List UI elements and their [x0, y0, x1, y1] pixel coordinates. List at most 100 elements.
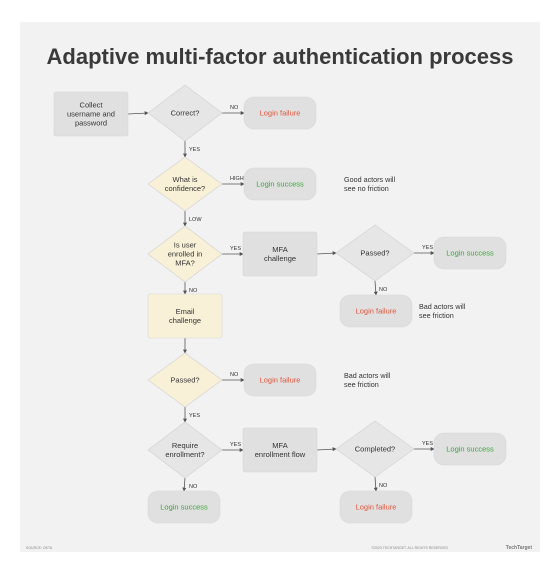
terminal-shape	[433, 236, 507, 270]
edge-label: NO	[189, 484, 198, 490]
annotation-text: Bad actors will	[419, 302, 466, 311]
node-label: Login success	[446, 249, 494, 258]
diamond-shape	[147, 156, 223, 212]
node-label: Is user	[174, 241, 197, 250]
edge-label: YES	[422, 245, 433, 251]
node-label: Correct?	[171, 109, 200, 118]
node-label: What is	[172, 175, 197, 184]
node-label: username and	[67, 110, 115, 119]
edge-label: LOW	[189, 217, 202, 223]
node-label: enrollment?	[165, 450, 204, 459]
node-fail1: Login failure	[243, 96, 317, 130]
node-label: challenge	[264, 254, 296, 263]
node-label: Require	[172, 441, 198, 450]
node-label: Login failure	[356, 307, 397, 316]
node-label: MFA	[272, 245, 287, 254]
annotation-text: see friction	[419, 311, 454, 320]
diamond-shape	[335, 224, 415, 282]
node-fail-email: Login failure	[243, 363, 317, 397]
footer-source: SOURCE: OKTA	[26, 546, 53, 550]
terminal-shape	[339, 294, 413, 328]
diamond-shape	[147, 352, 223, 408]
node-success-mfa: Login success	[433, 236, 507, 270]
node-label: MFA	[272, 441, 287, 450]
edge-label: NO	[230, 372, 239, 378]
annotation-text: see no friction	[344, 184, 389, 193]
edge-label: NO	[189, 288, 198, 294]
terminal-shape	[433, 432, 507, 466]
diamond-shape	[147, 84, 223, 142]
edge-mfa-enrollment-to-completed	[316, 447, 337, 452]
annotation-text: see friction	[344, 380, 379, 389]
terminal-shape	[243, 96, 317, 130]
node-label: challenge	[169, 316, 201, 325]
node-passed-email: Passed?	[147, 352, 223, 408]
node-fail-mfa: Login failure	[339, 294, 413, 328]
edge-label: NO	[230, 105, 239, 111]
edge-label: YES	[189, 413, 200, 419]
process-shape	[53, 91, 129, 137]
node-label: Login failure	[356, 503, 397, 512]
diamond-shape	[147, 421, 223, 479]
node-completed: Completed?	[335, 420, 415, 478]
annotation-text: Good actors will	[344, 175, 396, 184]
edge-label: YES	[230, 442, 241, 448]
edge-label: HIGH	[230, 176, 244, 182]
node-label: password	[75, 119, 107, 128]
node-label: Passed?	[170, 376, 199, 385]
diamond-shape	[147, 225, 223, 283]
diamond-shape	[335, 420, 415, 478]
node-success-high: Login success	[243, 167, 317, 201]
node-correct: Correct?	[147, 84, 223, 142]
edge-mfa-challenge-to-passed-mfa	[316, 251, 337, 256]
process-shape	[242, 231, 318, 277]
footer-logo: TechTarget	[506, 545, 533, 551]
terminal-shape	[147, 490, 221, 524]
annotation-text: Bad actors will	[344, 371, 391, 380]
diagram-canvas: Adaptive multi-factor authentication pro…	[20, 22, 540, 552]
node-label: Login success	[446, 445, 494, 454]
node-label: Completed?	[355, 445, 395, 454]
terminal-shape	[243, 363, 317, 397]
node-fail-completed: Login failure	[339, 490, 413, 524]
edge-labels: NO YES HIGH LOW YES YES NO NO NO YES YES YES NO NO	[189, 105, 433, 490]
flowchart: Adaptive multi-factor authentication pro…	[26, 44, 533, 551]
edge-collect-to-correct	[127, 111, 149, 116]
edge-label: NO	[379, 287, 388, 293]
terminal-shape	[243, 167, 317, 201]
node-label: Email	[176, 307, 195, 316]
process-shape	[147, 293, 223, 339]
edge-label: YES	[422, 441, 433, 447]
node-label: Passed?	[360, 249, 389, 258]
edge-label: NO	[379, 483, 388, 489]
node-success-noreq: Login success	[147, 490, 221, 524]
node-label: Login success	[160, 503, 208, 512]
node-label: enrolled in	[168, 250, 203, 259]
edges	[127, 111, 435, 492]
node-label: confidence?	[165, 184, 205, 193]
node-label: Login failure	[260, 376, 301, 385]
node-passed-mfa: Passed?	[335, 224, 415, 282]
node-success-completed: Login success	[433, 432, 507, 466]
node-label: Login success	[256, 180, 304, 189]
edge-label: YES	[230, 246, 241, 252]
node-label: enrollment flow	[255, 450, 306, 459]
edge-label: YES	[189, 147, 200, 153]
process-shape	[242, 427, 318, 473]
diagram-title: Adaptive multi-factor authentication pro…	[47, 44, 514, 69]
node-label: Login failure	[260, 109, 301, 118]
edge-require-enrollment-to-success-noreq	[182, 477, 187, 492]
node-label: Collect	[80, 101, 104, 110]
footer-copyright: ©2023 TECHTARGET. ALL RIGHTS RESERVED	[371, 546, 448, 550]
edge-completed-to-fail-completed	[373, 476, 378, 492]
terminal-shape	[339, 490, 413, 524]
